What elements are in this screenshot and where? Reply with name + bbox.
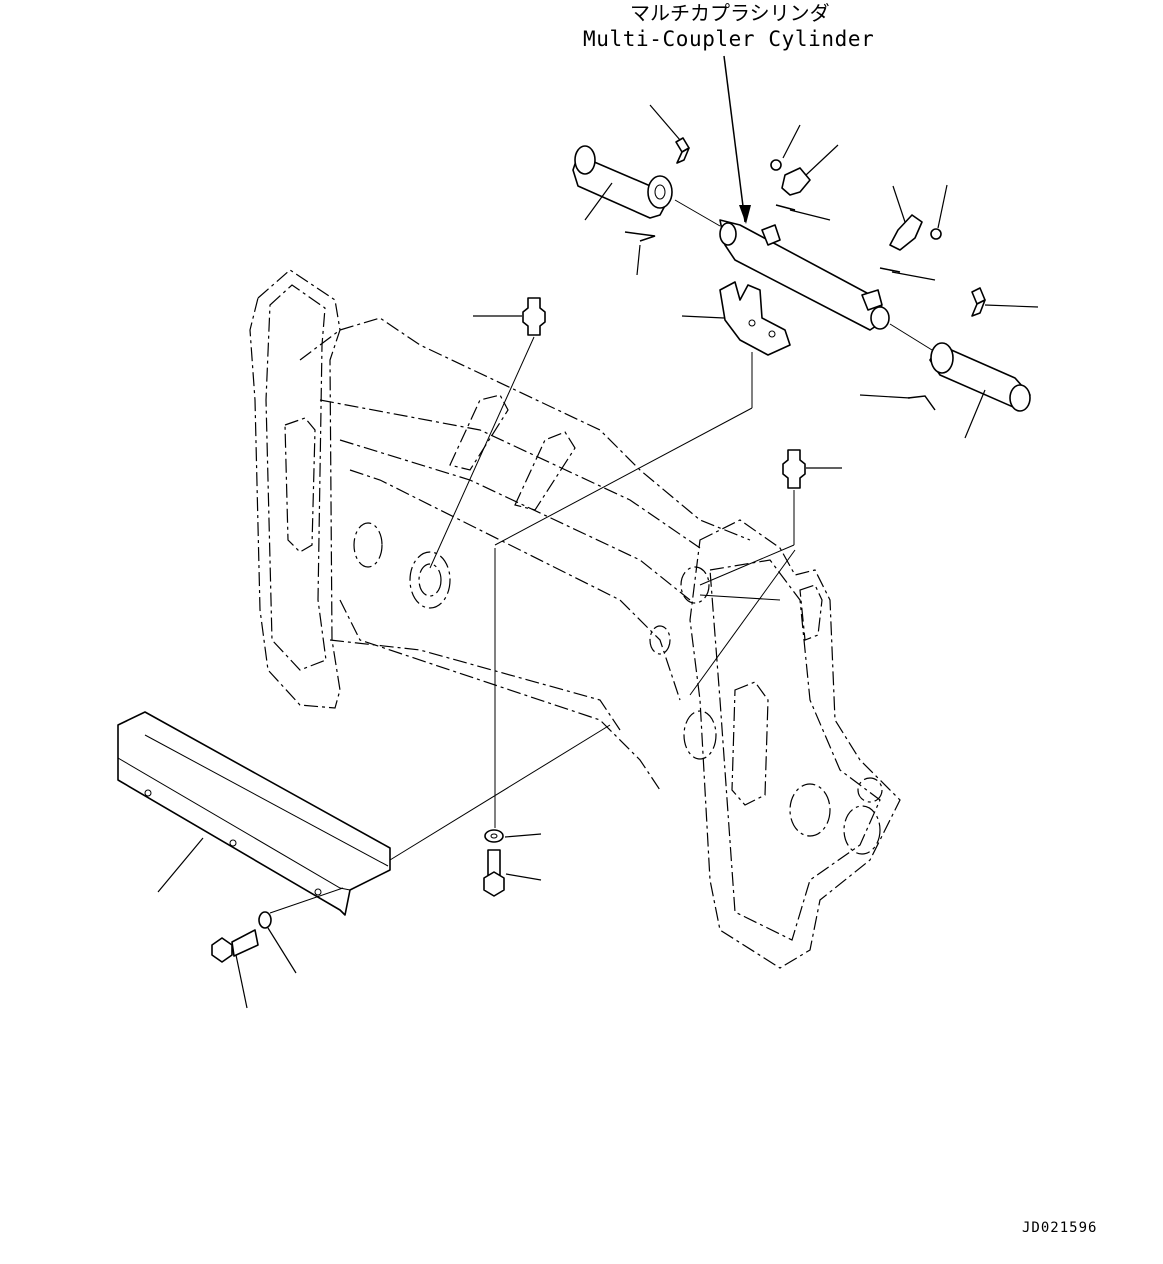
callout-label-en: Multi-Coupler Cylinder xyxy=(583,27,874,51)
cover-plate xyxy=(117,711,391,916)
coupler-frame xyxy=(249,269,901,969)
washer-lower-left xyxy=(258,911,272,929)
drawing-code: JD021596 xyxy=(1022,1220,1097,1236)
washer-center xyxy=(484,829,504,843)
grease-fitting-left xyxy=(522,297,546,336)
callout-leader xyxy=(723,55,746,223)
multi-coupler-cylinder xyxy=(572,137,1031,412)
bracket xyxy=(719,281,791,356)
bolt-center xyxy=(483,849,505,897)
grease-fitting-right xyxy=(782,449,806,489)
leader-lines xyxy=(157,104,1039,1009)
callout-label-jp: マルチカプラシリンダ xyxy=(630,1,830,25)
callout-arrowhead xyxy=(739,205,751,224)
bolt-lower-left xyxy=(211,929,259,963)
